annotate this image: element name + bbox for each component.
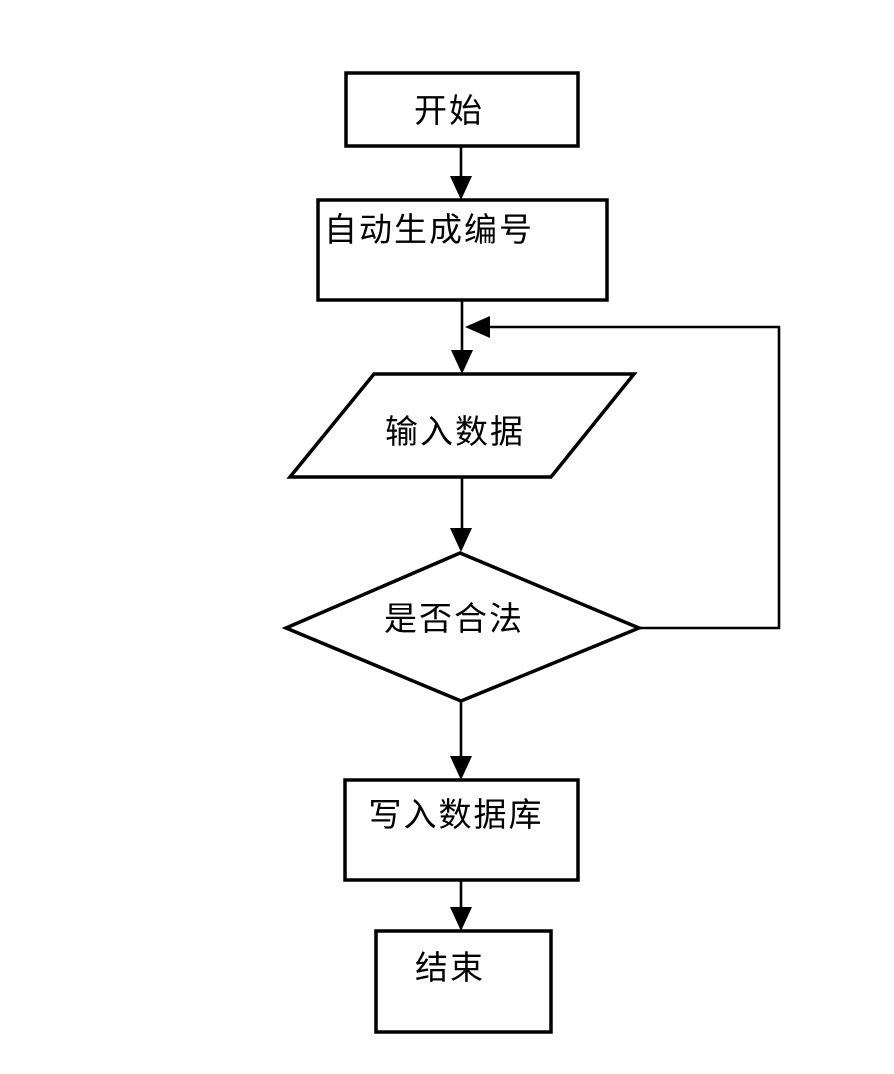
node-input-data-box bbox=[286, 372, 638, 479]
node-write-database-label: 写入数据库 bbox=[369, 797, 544, 834]
node-end-box bbox=[374, 929, 553, 1034]
node-write-database-box bbox=[343, 778, 580, 882]
edge-input-data-to-is-valid bbox=[450, 477, 472, 552]
arrowhead-left-icon bbox=[465, 316, 490, 338]
node-end-label: 结束 bbox=[415, 950, 485, 987]
node-start-box bbox=[344, 71, 580, 148]
edge-is-valid-loop-back bbox=[465, 316, 781, 630]
edge-is-valid-to-write-database bbox=[450, 701, 472, 780]
arrowhead-down-icon bbox=[450, 528, 472, 552]
node-auto-generate-number-label: 自动生成编号 bbox=[324, 212, 534, 249]
arrowhead-down-icon bbox=[450, 907, 472, 931]
edge-line bbox=[490, 325, 781, 630]
node-is-valid: 是否合法 bbox=[281, 551, 644, 703]
node-end: 结束 bbox=[374, 929, 553, 1034]
node-is-valid-label: 是否合法 bbox=[384, 601, 524, 638]
node-input-data: 输入数据 bbox=[286, 372, 638, 479]
node-is-valid-box bbox=[281, 551, 644, 703]
arrowhead-down-icon bbox=[450, 176, 472, 200]
node-auto-generate-number: 自动生成编号 bbox=[316, 198, 609, 302]
node-start-label: 开始 bbox=[414, 93, 484, 130]
node-auto-generate-number-box bbox=[316, 198, 609, 302]
edge-write-database-to-end bbox=[450, 880, 472, 931]
node-start: 开始 bbox=[344, 71, 580, 148]
arrowhead-down-icon bbox=[450, 756, 472, 780]
node-input-data-label: 输入数据 bbox=[385, 414, 525, 451]
arrowhead-down-icon bbox=[451, 350, 473, 374]
edge-auto-number-to-input-data bbox=[451, 300, 473, 374]
node-write-database: 写入数据库 bbox=[343, 778, 580, 882]
edge-start-to-auto-number bbox=[450, 146, 472, 200]
